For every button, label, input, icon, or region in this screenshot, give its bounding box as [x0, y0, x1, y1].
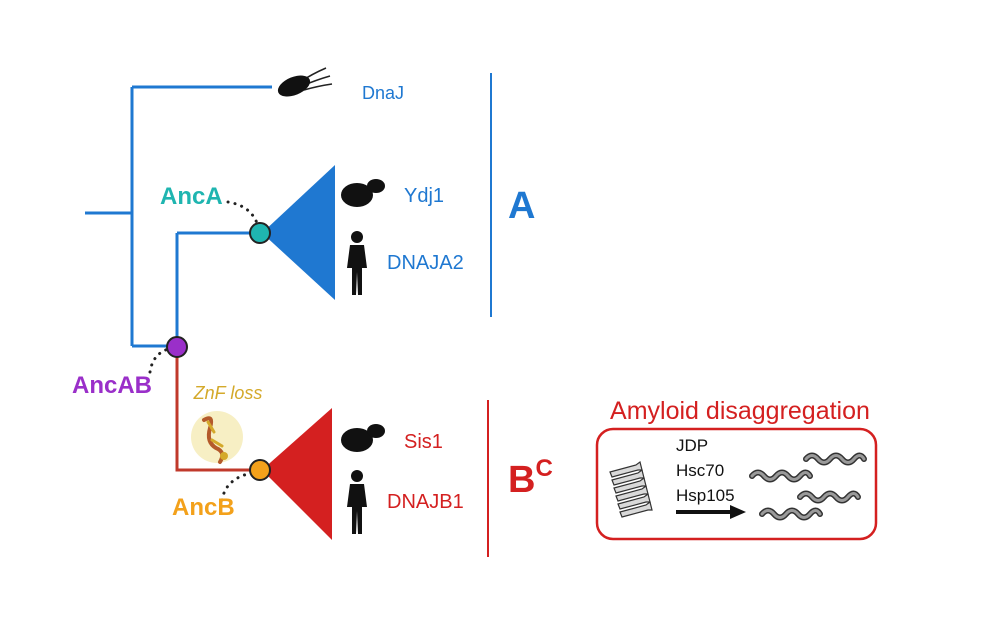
ancb-leader-line: [220, 471, 254, 502]
anca-node: [249, 222, 271, 244]
clade-b-letter: B: [508, 459, 535, 501]
clade-b-triangle: [262, 408, 332, 540]
assay-component-jdp: JDP: [676, 436, 708, 455]
monomer-icon: [749, 469, 813, 483]
taxon-dnajb1: DNAJB1: [387, 491, 464, 513]
assay-title: Amyloid disaggregation: [610, 397, 870, 425]
human-icon: [347, 231, 367, 295]
znf-domain-icon: [191, 411, 243, 464]
ancb-label: AncB: [172, 494, 235, 521]
monomer-icon: [797, 490, 861, 504]
human-icon: [347, 470, 367, 534]
taxon-dnaja2: DNAJA2: [387, 252, 464, 274]
monomers-group: [749, 452, 867, 521]
arrow-icon: [676, 505, 746, 519]
yeast-icon: [341, 179, 385, 207]
monomer-icon: [803, 452, 867, 466]
clade-a-triangle: [262, 165, 335, 300]
taxon-sis1: Sis1: [404, 431, 443, 453]
clade-a-branches: [85, 85, 272, 348]
ancb-branch: [175, 347, 260, 472]
ancb-node: [249, 459, 271, 481]
monomer-icon: [759, 507, 823, 521]
clade-b-branches: [175, 347, 260, 472]
ancab-label: AncAB: [72, 372, 152, 399]
ancab-node: [166, 336, 188, 358]
clade-a-label: A: [508, 185, 535, 227]
taxon-ydj1: Ydj1: [404, 185, 444, 207]
clade-b-label: BC: [508, 455, 553, 501]
anca-leader-line: [226, 200, 260, 228]
taxon-dnaj: DnaJ: [362, 83, 404, 103]
clade-b-superscript: C: [535, 455, 552, 482]
assay-component-hsp105: Hsp105: [676, 486, 735, 505]
bacterium-icon: [277, 67, 333, 97]
yeast-icon: [341, 424, 385, 452]
znf-loss-label: ZnF loss: [193, 383, 263, 403]
anca-label: AncA: [160, 183, 223, 210]
amyloid-fibril-icon: [609, 460, 653, 518]
assay-component-hsc70: Hsc70: [676, 461, 724, 480]
